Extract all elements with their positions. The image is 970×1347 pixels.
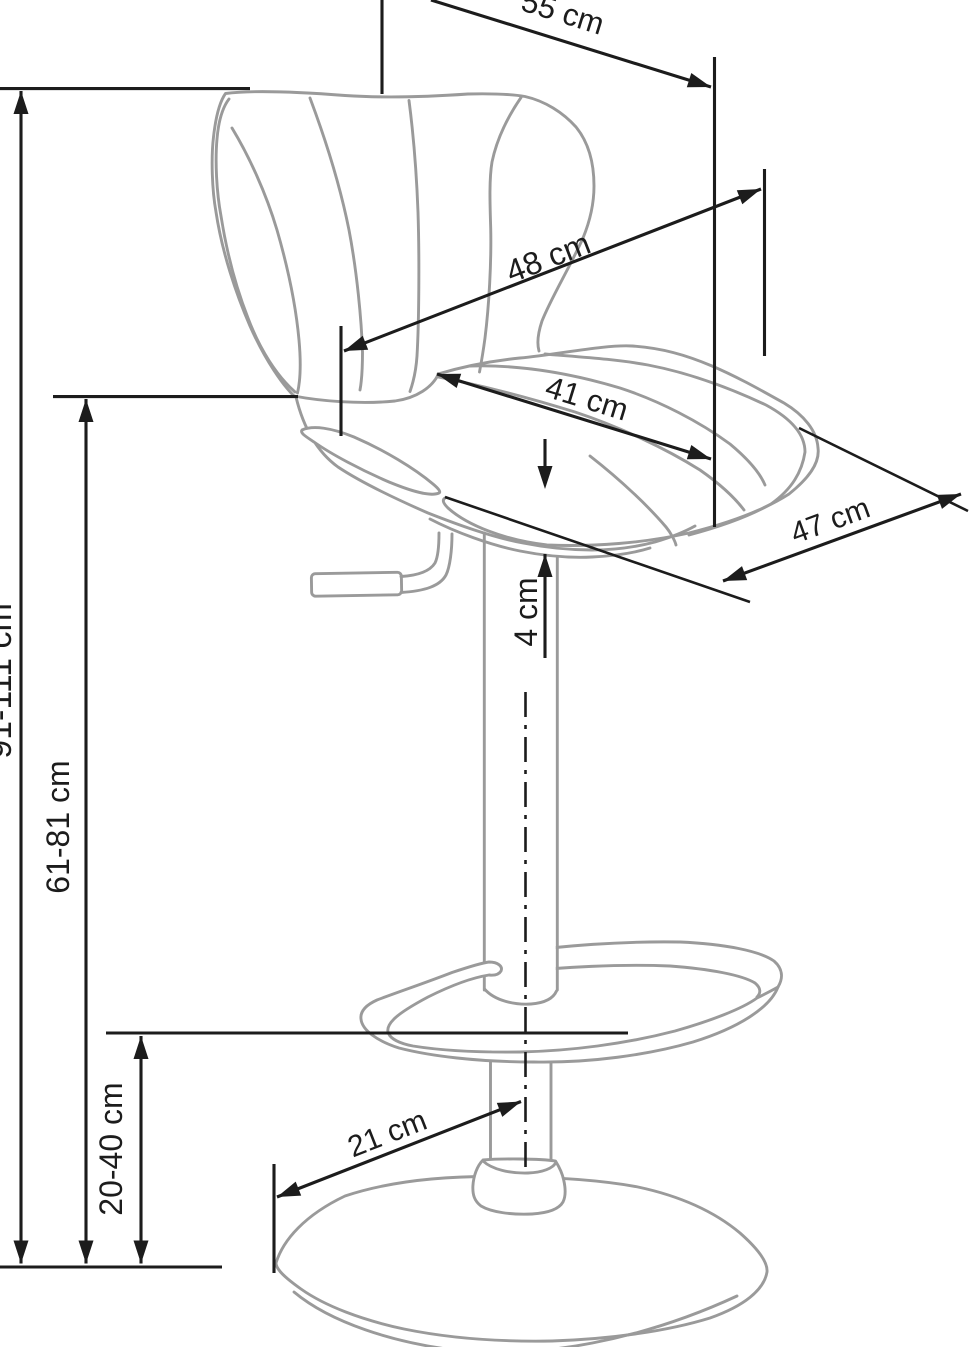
- svg-text:20-40 cm: 20-40 cm: [93, 1082, 129, 1215]
- svg-text:4 cm: 4 cm: [508, 577, 544, 646]
- svg-text:61-81 cm: 61-81 cm: [40, 760, 76, 893]
- svg-text:91-111 cm: 91-111 cm: [0, 603, 19, 759]
